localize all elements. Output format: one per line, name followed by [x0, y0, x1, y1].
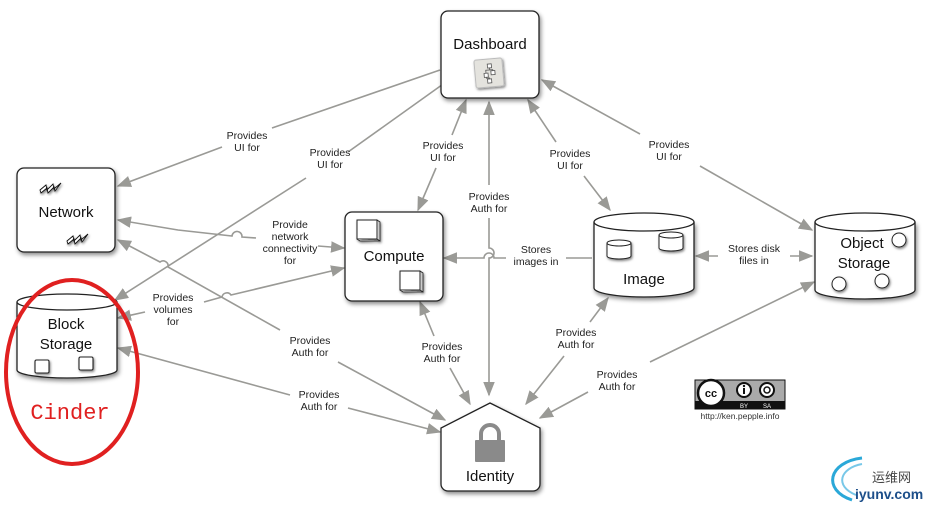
share-alike-icon [759, 382, 775, 398]
cube-icon [356, 219, 381, 242]
cinder-label: Cinder [30, 401, 109, 426]
svg-text:BY: BY [740, 404, 748, 410]
lock-icon [475, 423, 505, 462]
cube-icon [399, 270, 424, 293]
node-dashboard[interactable]: Dashboard [440, 10, 540, 99]
lightning-icon [66, 233, 89, 245]
node-title: Identity [466, 468, 515, 485]
cylinder-icon [658, 231, 684, 252]
circle-icon [874, 273, 890, 289]
credit-url[interactable]: http://ken.pepple.info [701, 411, 780, 421]
cinder-annotation: Cinder [4, 278, 140, 466]
node-title: Network [38, 204, 94, 221]
watermark-logo: 运维网 iyunv.com [831, 456, 923, 502]
node-network[interactable]: Network [16, 167, 116, 253]
license-badge[interactable]: cc BY SA http://ken.pepple.info [694, 378, 786, 421]
node-title: Image [623, 271, 665, 288]
watermark-cn: 运维网 [872, 471, 911, 486]
square-icon [78, 356, 94, 371]
lightning-icon [39, 182, 62, 194]
hierarchy-icon [473, 57, 505, 89]
circle-icon [891, 232, 907, 248]
cylinder-icon [606, 239, 632, 260]
node-image[interactable]: Image [593, 212, 695, 298]
svg-text:cc: cc [705, 388, 717, 400]
cc-icon [696, 378, 726, 408]
svg-text:SA: SA [763, 404, 771, 410]
node-title: Dashboard [453, 36, 526, 53]
watermark-en: iyunv.com [855, 486, 923, 502]
square-icon [34, 359, 50, 374]
swoosh-icon [831, 456, 863, 502]
node-title: Compute [364, 248, 425, 265]
node-compute[interactable]: Compute [344, 211, 444, 302]
node-identity[interactable]: Identity [440, 402, 541, 492]
circle-icon [831, 276, 847, 292]
